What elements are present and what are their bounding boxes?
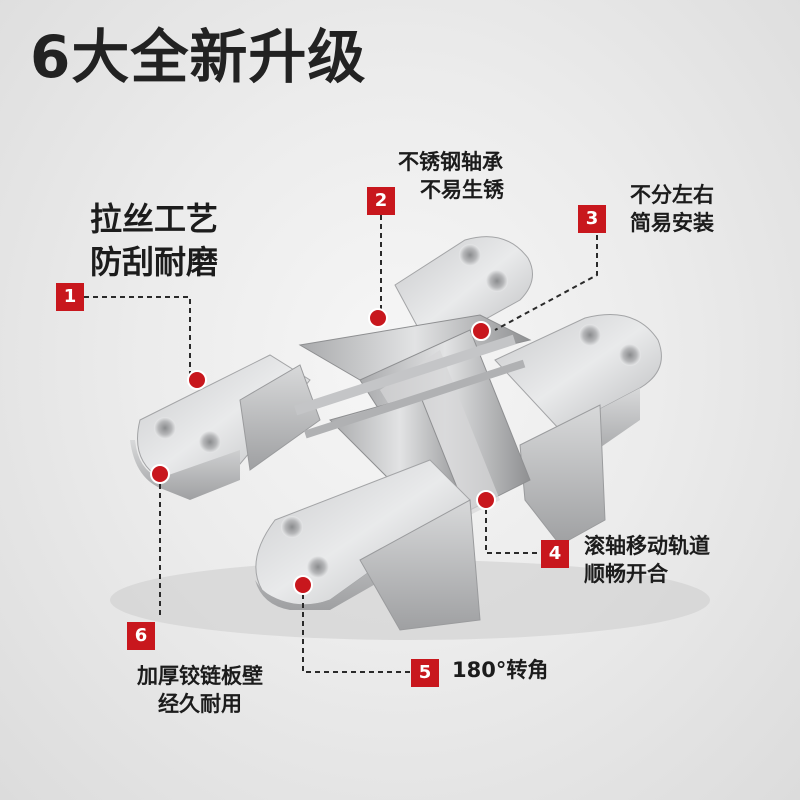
callout-dot-4	[476, 490, 496, 510]
hinge-plate-bottom	[255, 459, 481, 631]
callout-dot-5	[293, 575, 313, 595]
hinge-plate-left	[130, 354, 321, 500]
callout-6-line-1: 加厚铰链板壁	[137, 664, 263, 688]
callout-3-line-1: 不分左右	[630, 183, 714, 207]
callout-5-text: 180°转角	[452, 656, 548, 684]
callout-6-line-2: 经久耐用	[158, 692, 242, 717]
callout-2-line-1: 不锈钢轴承	[398, 150, 503, 174]
callout-dots	[150, 308, 496, 595]
callout-1-line-2: 防刮耐磨	[90, 243, 219, 282]
callout-4-line-1: 滚轴移动轨道	[584, 534, 710, 558]
callout-6-badge: 6	[127, 622, 155, 650]
callout-2-text: 不锈钢轴承 不易生锈	[398, 148, 504, 205]
leader-line-3	[494, 235, 598, 331]
leader-line-5	[302, 585, 410, 673]
callout-6-text: 加厚铰链板壁 经久耐用	[120, 662, 300, 719]
callout-1-badge: 1	[56, 283, 84, 311]
callout-5-badge: 5	[411, 659, 439, 687]
callout-1-text: 拉丝工艺 防刮耐磨	[90, 198, 218, 284]
callout-leader-lines	[84, 215, 598, 673]
callout-4-line-2: 顺畅开合	[584, 562, 668, 587]
callout-dot-1	[187, 370, 207, 390]
page-title: 6大全新升级	[30, 23, 367, 91]
callout-3-badge: 3	[578, 205, 606, 233]
callout-dot-2	[368, 308, 388, 328]
hinge-plate-back	[394, 236, 533, 351]
callout-dot-3	[471, 321, 491, 341]
callout-1-line-1: 拉丝工艺	[90, 200, 219, 238]
callout-4-badge: 4	[541, 540, 569, 568]
callout-2-line-2: 不易生锈	[420, 178, 504, 203]
callout-3-text: 不分左右 简易安装	[630, 181, 714, 238]
callout-2-badge: 2	[367, 187, 395, 215]
hinge-plate-right	[494, 314, 662, 546]
callout-5-line-1: 180°转角	[452, 658, 549, 682]
callout-dot-6	[150, 464, 170, 484]
callout-3-line-2: 简易安装	[630, 211, 714, 236]
leader-line-1	[84, 296, 191, 380]
callout-4-text: 滚轴移动轨道 顺畅开合	[584, 532, 710, 589]
